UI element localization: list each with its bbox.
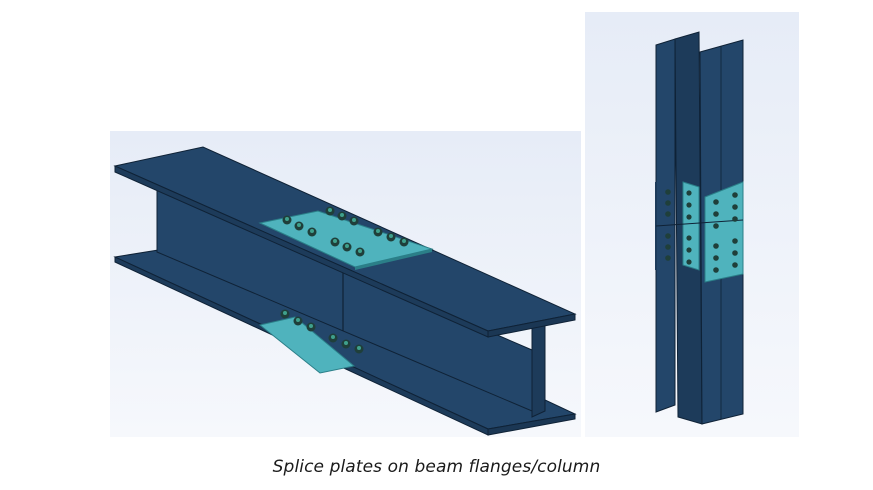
web-plate-bolts: [686, 190, 692, 265]
figure-caption: Splice plates on beam flanges/column: [272, 457, 601, 477]
web-splice-plate: [682, 181, 700, 271]
back-flange-bolts: [665, 189, 671, 261]
flange-plate-bolts: [713, 192, 738, 273]
bottom-bolts: [280, 309, 364, 354]
column-model: [655, 31, 744, 425]
beam-view: [110, 131, 581, 437]
column-view: [585, 12, 799, 437]
beam-model: [113, 146, 577, 436]
top-bolts: [282, 206, 409, 257]
bottom-splice-plate: [258, 316, 356, 374]
flange-splice-plate: [704, 181, 744, 283]
